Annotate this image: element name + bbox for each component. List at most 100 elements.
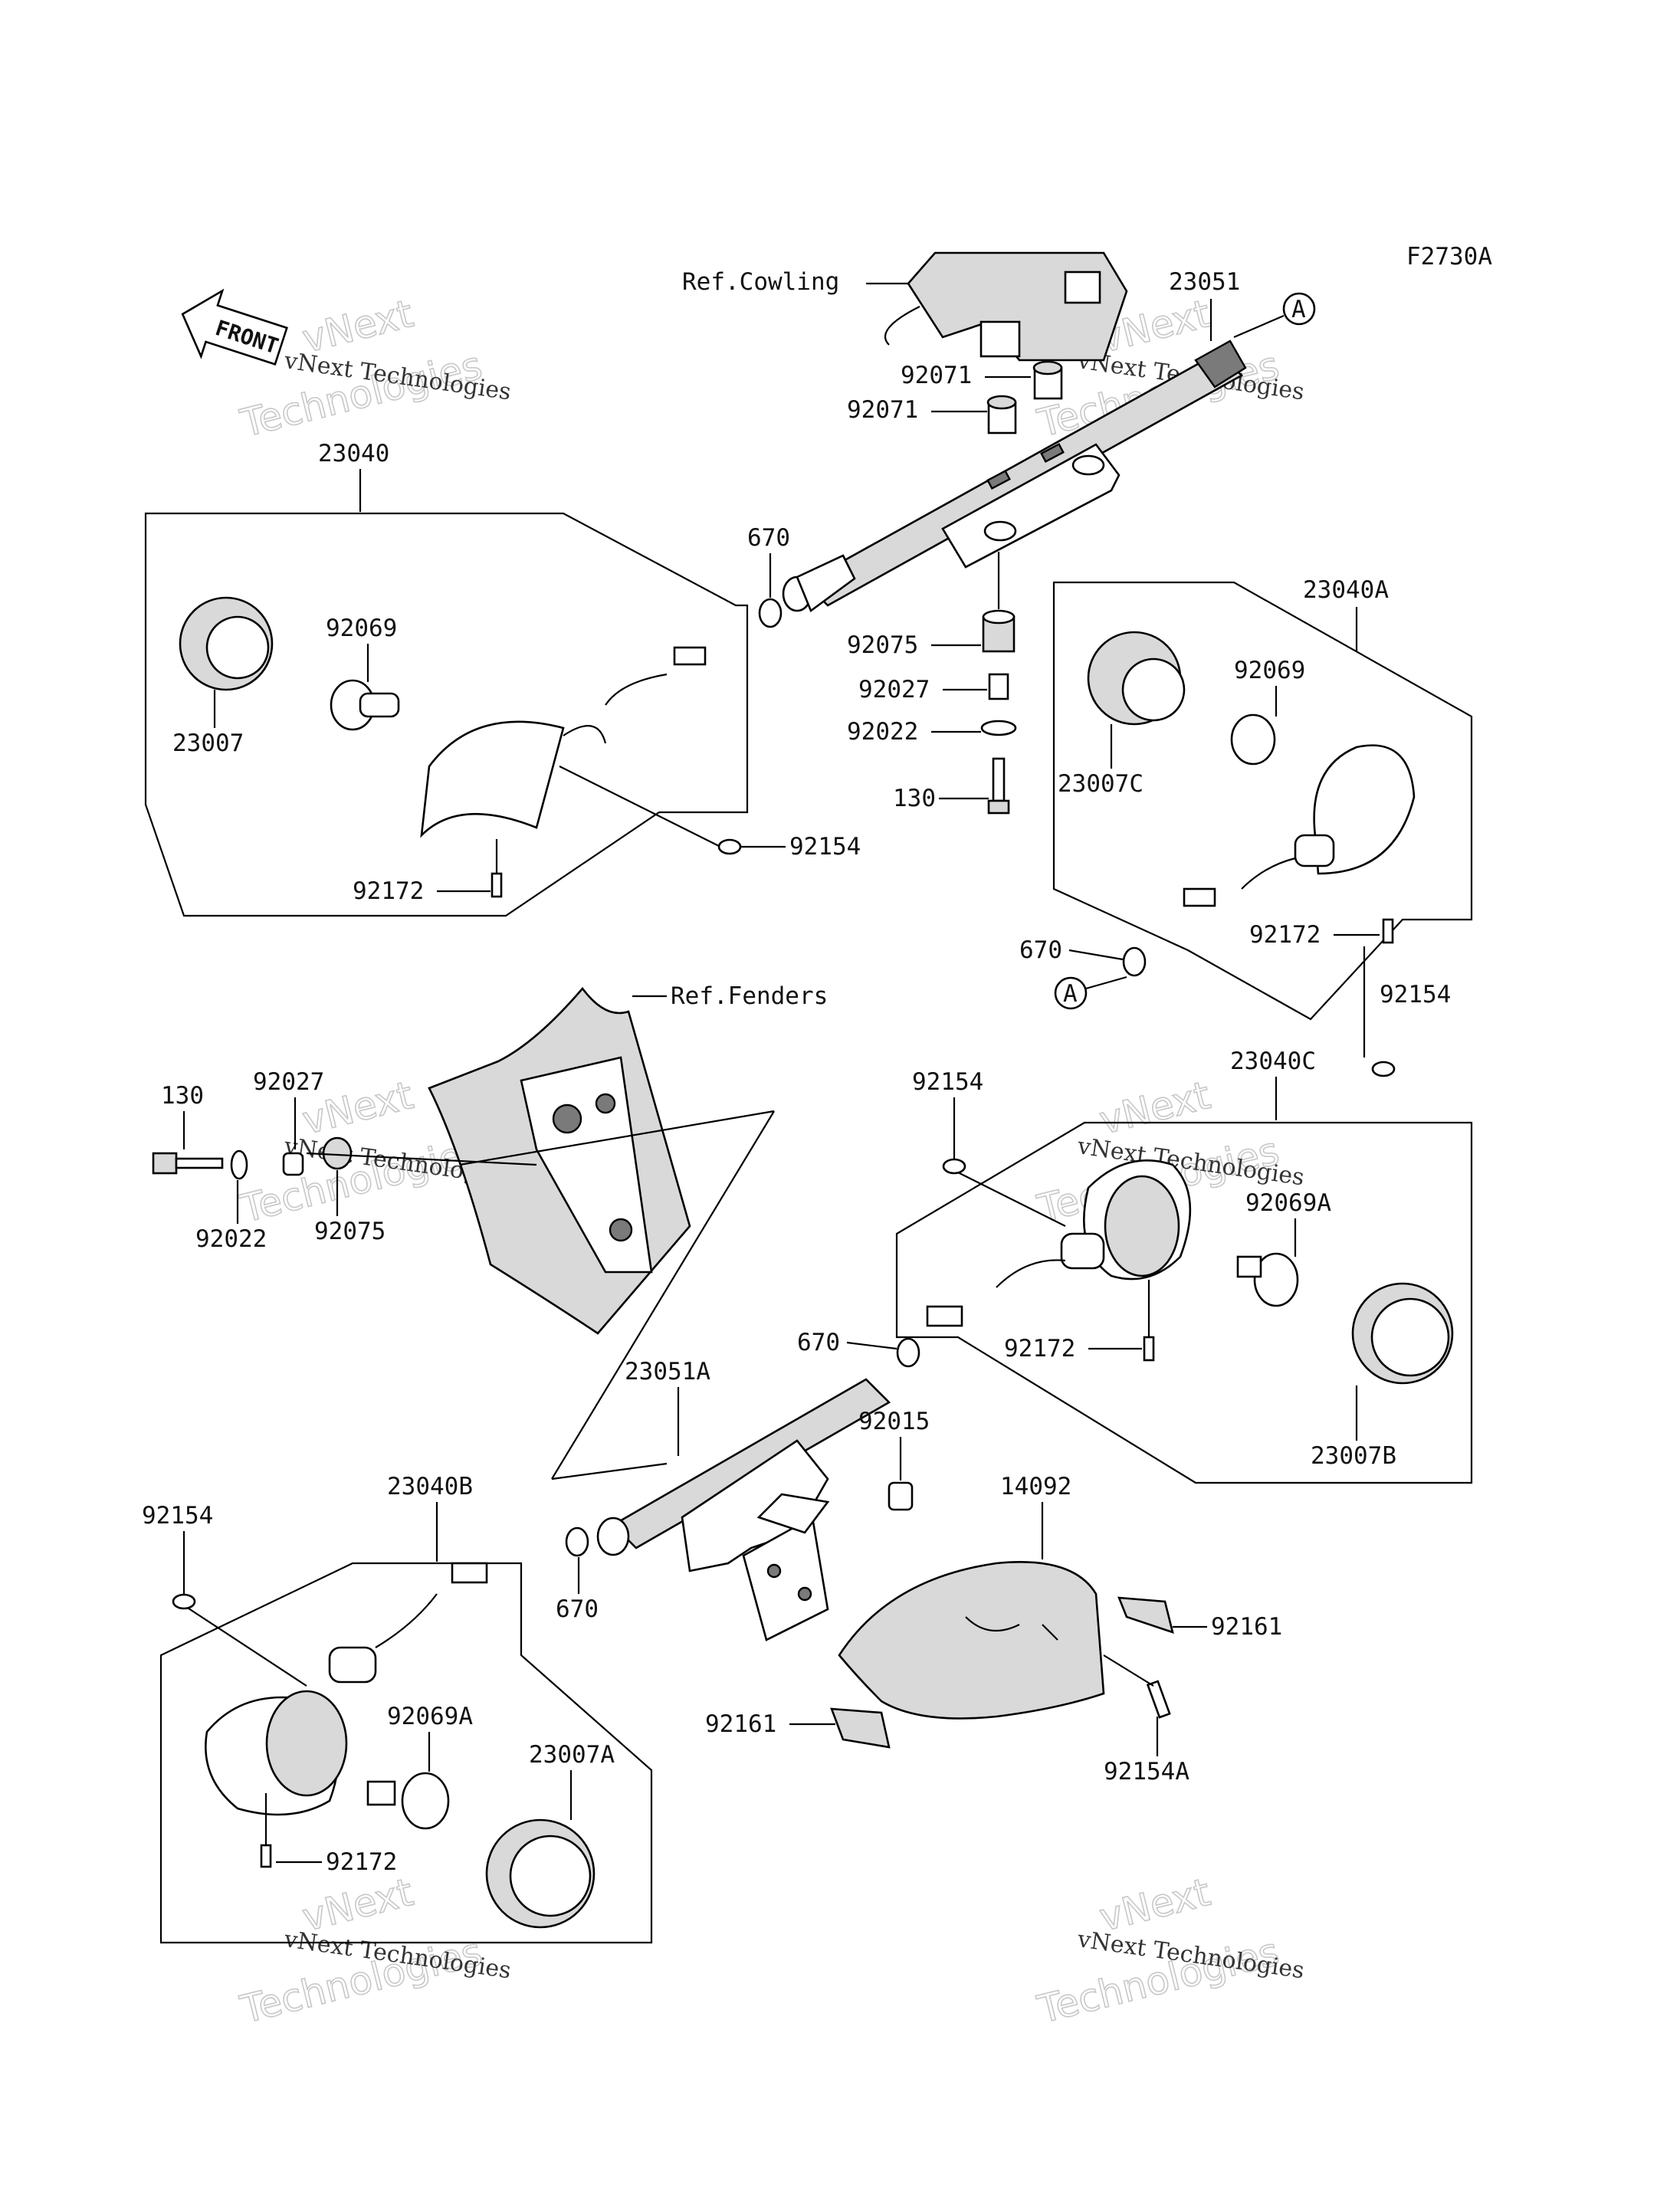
screw-92172-b	[1382, 918, 1394, 944]
washer-92022-b	[230, 1149, 248, 1180]
watermark-big-line1: vNext	[1095, 1870, 1215, 1940]
part-number: 23007A	[529, 1741, 615, 1769]
part-number: 92069A	[1245, 1189, 1331, 1217]
callout-92069-a: 92069	[326, 615, 397, 682]
group-box-23040B	[159, 1562, 653, 1944]
clip-92071-b	[1032, 360, 1063, 400]
screw-92154-c	[942, 1158, 966, 1175]
group-box-23040A	[1052, 581, 1473, 1021]
callout-23040C: 23040C	[1230, 1048, 1316, 1120]
part-number: 23051A	[625, 1358, 710, 1385]
callout-92154A: 92154A	[1104, 1717, 1189, 1785]
callout-670-c: 670	[797, 1329, 897, 1356]
screw-92154-a	[717, 838, 742, 855]
lamp-23040A	[1087, 631, 1416, 907]
lamp-23040B	[183, 1562, 488, 1816]
collar-92027-a	[988, 673, 1009, 700]
callout-92154-a: 92154	[740, 833, 861, 861]
part-number: 130	[893, 785, 936, 812]
fender-plate	[428, 986, 775, 1481]
callout-92161-a: 92161	[1173, 1613, 1282, 1641]
figure-code: F2730A	[1406, 243, 1492, 271]
callout-92027-a: 92027	[858, 676, 987, 703]
callout-23040: 23040	[318, 440, 389, 512]
callout-23051A: 23051A	[625, 1358, 710, 1456]
bulb-92069A-2	[366, 1772, 450, 1830]
part-number: 23040A	[1303, 576, 1389, 604]
screw-92154-b	[1363, 946, 1396, 1077]
part-number: 92075	[847, 631, 918, 659]
callout-670-d: 670	[556, 1557, 599, 1623]
rear-bracket-23051A	[596, 1378, 891, 1641]
clip-92071-a	[986, 395, 1017, 434]
part-number: 92172	[1249, 921, 1321, 949]
part-number: 92172	[1004, 1335, 1075, 1362]
callout-92071-a: 92071	[847, 396, 987, 424]
callout-92172-a: 92172	[353, 877, 491, 905]
callout-92071-b: 92071	[901, 362, 1031, 389]
part-number: 92071	[901, 362, 972, 389]
part-number: 23040C	[1230, 1048, 1316, 1075]
front-direction-arrow: FRONT	[181, 288, 288, 366]
oring-670-b	[1122, 946, 1147, 977]
part-number: 14092	[1000, 1473, 1071, 1500]
part-number: 92022	[847, 718, 918, 746]
screw-92172-a	[491, 839, 503, 898]
part-number: 92154	[789, 833, 861, 861]
callout-92022-b: 92022	[195, 1180, 267, 1253]
part-number: 23007	[172, 730, 244, 757]
bolt-130-a	[987, 757, 1010, 815]
callout-92172-d: 92172	[276, 1848, 397, 1876]
bulb-92069A-1	[1236, 1252, 1299, 1307]
part-number: 92069	[326, 615, 397, 642]
callout-92069-b: 92069	[1234, 657, 1305, 716]
callout-92022-a: 92022	[847, 718, 981, 746]
callout-92075-b: 92075	[314, 1170, 386, 1245]
part-number: 23007B	[1311, 1442, 1396, 1470]
grommet-92015	[888, 1481, 914, 1511]
callout-670-b: 670	[1019, 936, 1124, 964]
callout-92075-a: 92075	[847, 631, 981, 659]
watermark-bottom-right: vNext Technologies vNext Technologies	[1032, 1869, 1306, 2032]
watermark-big-line1: vNext	[1095, 1073, 1215, 1143]
part-number: 23007C	[1058, 770, 1144, 798]
lamp-23040	[179, 596, 729, 851]
callout-92172-c: 92172	[1004, 1335, 1142, 1362]
callout-92154-b: 92154	[1380, 981, 1451, 1008]
connector-mark-text: A	[1063, 980, 1078, 1008]
part-number: 92154	[912, 1068, 983, 1096]
oring-670-c	[896, 1337, 920, 1368]
part-number: 92154A	[1104, 1758, 1189, 1785]
cap-92161-b	[830, 1707, 891, 1749]
callout-23007A: 23007A	[529, 1741, 615, 1820]
part-number: 92154	[1380, 981, 1451, 1008]
damper-92075-b	[306, 1136, 537, 1170]
connector-mark-a-top: A	[1233, 292, 1316, 339]
callout-23007: 23007	[172, 690, 244, 757]
connector-mark-text: A	[1291, 296, 1306, 323]
part-number: 23040	[318, 440, 389, 467]
callout-23007B: 23007B	[1311, 1385, 1396, 1470]
part-number: 130	[161, 1082, 204, 1110]
callout-670-a: 670	[747, 524, 790, 598]
callout-92027-b: 92027	[253, 1068, 324, 1149]
callout-92161-b: 92161	[705, 1710, 835, 1738]
callout-23051: 23051	[1169, 268, 1240, 341]
collar-92027-b	[282, 1152, 304, 1176]
front-arrow-icon	[181, 288, 288, 366]
watermark-bottom-left: vNext Technologies vNext Technologies	[235, 1869, 513, 2032]
part-number: 92027	[858, 676, 930, 703]
watermark-top-left: vNext Technologies vNext Technologies	[235, 290, 513, 446]
screw-92154-d	[172, 1593, 196, 1610]
callout-23040A: 23040A	[1303, 576, 1389, 651]
part-number: 92161	[1211, 1613, 1282, 1641]
part-number: 92069	[1234, 657, 1305, 684]
damper-92075-a	[982, 609, 1016, 653]
lens-23007A	[485, 1818, 596, 1929]
connector-mark-a-mid: A	[1054, 976, 1127, 1010]
oring-670-d	[565, 1526, 589, 1557]
part-number: 23040B	[387, 1473, 473, 1500]
part-number: 670	[1019, 936, 1062, 964]
part-number: 23051	[1169, 268, 1240, 296]
